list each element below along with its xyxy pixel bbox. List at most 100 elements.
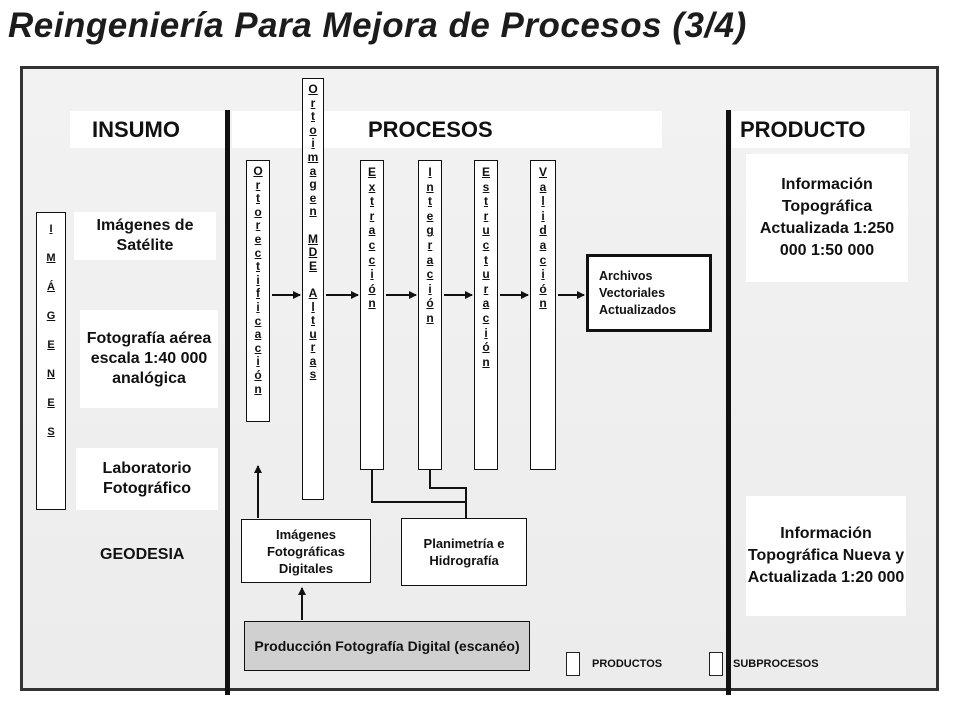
legend-subprocesos-label: SUBPROCESOS bbox=[733, 658, 819, 670]
vertical-letter: c bbox=[539, 252, 547, 267]
output-nueva: Información Topográfica Nueva y Actualiz… bbox=[746, 496, 906, 616]
vertical-letter: a bbox=[368, 223, 376, 238]
vertical-letter: c bbox=[368, 252, 376, 267]
vertical-letter: D bbox=[308, 245, 318, 260]
input-fotografia-aerea: Fotografía aérea escala 1:40 000 analógi… bbox=[80, 310, 218, 408]
vertical-letter: c bbox=[254, 245, 262, 260]
vertical-letter: a bbox=[539, 237, 547, 252]
vertical-letter: g bbox=[426, 223, 434, 238]
vertical-letter: c bbox=[482, 237, 490, 252]
input-laboratorio: Laboratorio Fotográfico bbox=[76, 448, 218, 510]
vertical-letter: c bbox=[426, 267, 434, 282]
page-title: Reingeniería Para Mejora de Procesos (3/… bbox=[8, 6, 747, 45]
vertical-letter: i bbox=[541, 267, 545, 282]
vertical-letter: O bbox=[253, 164, 263, 178]
vertical-letter: a bbox=[309, 163, 317, 178]
vertical-letter: n bbox=[426, 179, 434, 194]
vertical-letter: G bbox=[46, 310, 56, 322]
vertical-letter: ó bbox=[426, 296, 434, 311]
vertical-letter: t bbox=[311, 109, 315, 124]
vertical-letter: i bbox=[256, 354, 260, 369]
vertical-letter: a bbox=[309, 353, 317, 368]
vertical-letter: r bbox=[255, 177, 261, 192]
vertical-letter: E bbox=[47, 397, 55, 409]
vertical-letter: l bbox=[541, 194, 545, 209]
vertical-letter: n bbox=[309, 204, 317, 219]
vertical-letter: ó bbox=[254, 367, 262, 382]
vertical-letter: c bbox=[482, 310, 490, 325]
header-producto: PRODUCTO bbox=[732, 111, 910, 148]
planimetria-box: Planimetría e Hidrografía bbox=[401, 518, 527, 586]
vertical-letter: c bbox=[254, 313, 262, 328]
vertical-letter: E bbox=[481, 165, 490, 179]
vertical-letter: I bbox=[49, 223, 53, 235]
vertical-letter: a bbox=[426, 252, 434, 267]
vertical-letter: i bbox=[256, 299, 260, 314]
vertical-letter: n bbox=[539, 296, 547, 311]
vertical-letter: r bbox=[483, 281, 489, 296]
vertical-letter: s bbox=[482, 179, 490, 194]
vertical-letter: i bbox=[256, 272, 260, 287]
vertical-letter: i bbox=[311, 136, 315, 151]
connector-integracion-planimetria bbox=[429, 470, 467, 502]
vertical-letter: u bbox=[482, 223, 490, 238]
vertical-letter: i bbox=[484, 325, 488, 340]
vertical-letter: r bbox=[369, 208, 375, 223]
output-actualizada: Información Topográfica Actualizada 1:25… bbox=[746, 154, 908, 282]
vertical-letter: O bbox=[308, 82, 318, 96]
vertical-letter: ó bbox=[368, 281, 376, 296]
vertical-letter: s bbox=[309, 367, 317, 382]
vertical-letter: r bbox=[427, 237, 433, 252]
vertical-letter: m bbox=[307, 149, 319, 164]
legend-productos-icon bbox=[566, 652, 580, 676]
vertical-letter: V bbox=[538, 165, 547, 179]
vertical-letter: ó bbox=[539, 281, 547, 296]
vertical-letter: I bbox=[428, 165, 432, 179]
vertical-letter: a bbox=[539, 179, 547, 194]
vertical-letter: t bbox=[484, 252, 488, 267]
legend-subprocesos-icon bbox=[709, 652, 723, 676]
vertical-letter: ó bbox=[482, 340, 490, 355]
vertical-letter: E bbox=[47, 339, 55, 351]
vertical-letter: x bbox=[368, 179, 376, 194]
vertical-letter: n bbox=[368, 296, 376, 311]
divider-insumo bbox=[225, 110, 230, 695]
vertical-letter: S bbox=[47, 426, 55, 438]
vertical-letter: i bbox=[370, 267, 374, 282]
vertical-letter: A bbox=[308, 285, 318, 300]
vertical-letter: t bbox=[370, 194, 374, 209]
vertical-letter: r bbox=[483, 208, 489, 223]
vertical-letter: t bbox=[311, 313, 315, 328]
vertical-letter: r bbox=[310, 340, 316, 355]
vertical-letter: a bbox=[482, 296, 490, 311]
vertical-letter: g bbox=[309, 177, 317, 192]
vertical-letter: e bbox=[426, 208, 434, 223]
legend-productos-label: PRODUCTOS bbox=[592, 658, 663, 670]
imagenes-digitales-box: Imágenes Fotográficas Digitales bbox=[241, 519, 371, 583]
vertical-letter: o bbox=[309, 122, 317, 137]
vertical-letter: M bbox=[46, 252, 56, 264]
vertical-letter: l bbox=[311, 299, 315, 314]
vertical-letter: n bbox=[482, 354, 490, 369]
vertical-letter: c bbox=[368, 237, 376, 252]
vertical-letter: c bbox=[254, 340, 262, 355]
vertical-letter: t bbox=[428, 194, 432, 209]
vertical-letter: r bbox=[255, 218, 261, 233]
connector-planimetria-extraccion bbox=[371, 470, 467, 518]
vertical-letter: n bbox=[254, 381, 262, 396]
header-insumo: INSUMO bbox=[70, 111, 226, 148]
vertical-letter: t bbox=[256, 191, 260, 206]
vertical-letter: n bbox=[426, 310, 434, 325]
vertical-letter: E bbox=[367, 165, 376, 179]
vertical-letter: e bbox=[309, 190, 317, 205]
vertical-letter: o bbox=[254, 204, 262, 219]
vertical-letter: d bbox=[539, 223, 547, 238]
